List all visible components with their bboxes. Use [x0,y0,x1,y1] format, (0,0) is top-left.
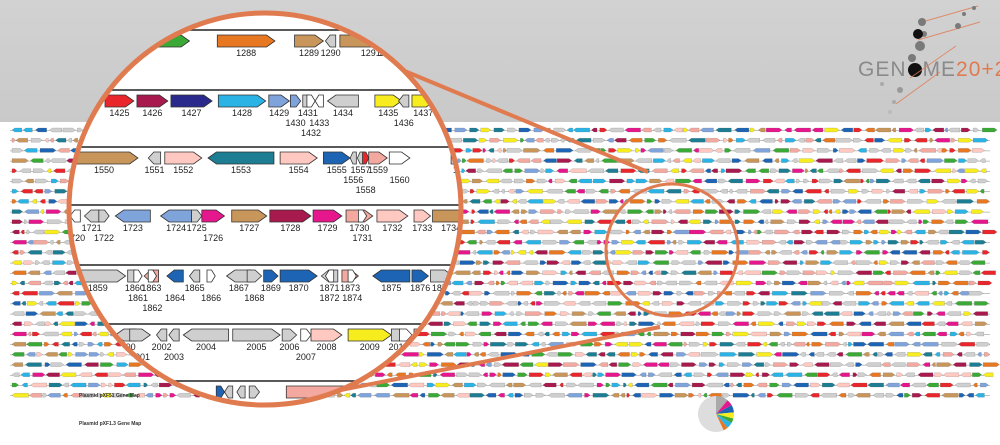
plasmid-map-label-1: Plasmid pXF51 Gene Map [79,393,140,399]
logo-suffix: 20+2 [956,58,1000,81]
dna-helix-icon [880,5,981,114]
logo-text-left: GEN [858,58,907,81]
logo-dot-icon [907,63,922,77]
genome-gene-map [10,127,1000,433]
plasmid-map-label-2: Plasmid pXF1.3 Gene Map [79,421,142,427]
top-banner [0,0,1000,122]
